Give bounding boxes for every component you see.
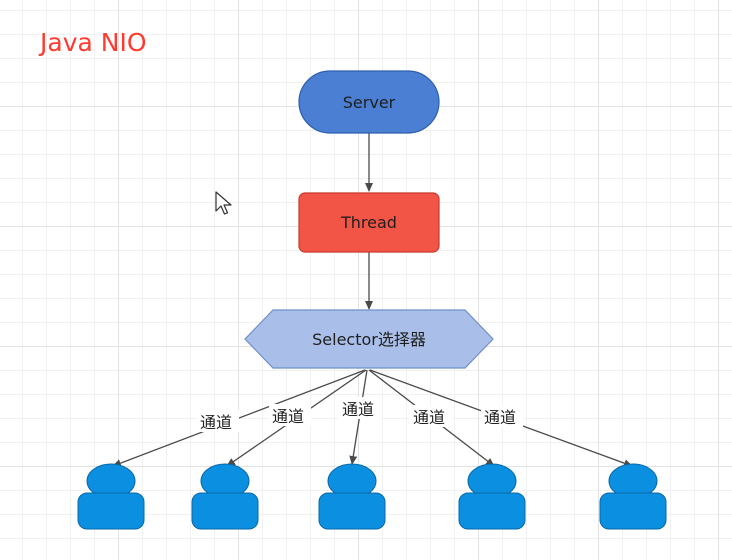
channel-label-5: 通道 — [484, 408, 516, 427]
channel-label-4: 通道 — [413, 408, 445, 427]
channel-label-2: 通道 — [272, 407, 304, 426]
diagram-title: Java NIO — [40, 28, 147, 57]
user-icon[interactable] — [599, 463, 667, 530]
user-icon[interactable] — [77, 463, 145, 530]
user-icon[interactable] — [191, 463, 259, 530]
channel-label-3: 通道 — [342, 400, 374, 419]
thread-label: Thread — [340, 213, 397, 232]
server-node[interactable]: Server — [298, 70, 440, 134]
channel-label-1: 通道 — [200, 413, 232, 432]
selector-node[interactable]: Selector选择器 — [244, 309, 494, 369]
server-label: Server — [343, 93, 396, 112]
thread-node[interactable]: Thread — [298, 192, 440, 253]
selector-label: Selector选择器 — [312, 330, 426, 349]
user-icon[interactable] — [318, 463, 386, 530]
cursor-icon — [215, 191, 232, 215]
user-icon[interactable] — [458, 463, 526, 530]
